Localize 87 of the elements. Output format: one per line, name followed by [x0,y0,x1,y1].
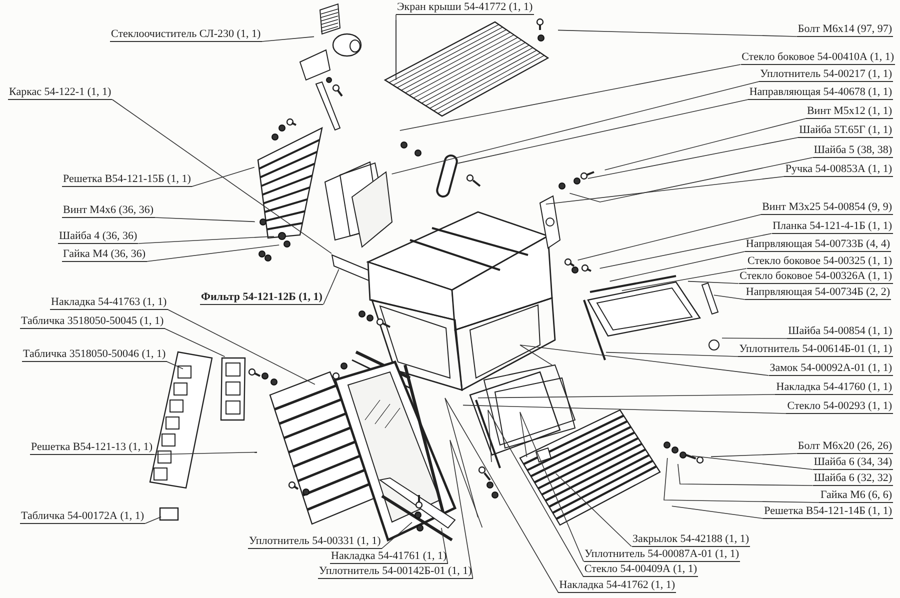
part-label: Шайба 5 (38, 38) [812,144,893,158]
leader-line [261,36,314,42]
leader-line [664,458,820,503]
part-label: Шайба 6 (34, 34) [812,456,893,470]
part-label: Стекло 54-00293 (1, 1) [786,400,893,414]
part-label: Стекло боковое 54-00410А (1, 1) [740,51,895,65]
part-label: Направляющая 54-40678 (1, 1) [748,86,893,100]
part-label: Напрвляющая 54-00733Б (4, 4) [744,238,891,252]
part-label: Болт М6х14 (97, 97) [796,23,893,37]
part-label: Решетка В54-121-15Б (1, 1) [62,173,192,187]
part-label: Напрвляющая 54-00734Б (2, 2) [744,286,891,300]
part-label: Решетка В54-121-13 (1, 1) [30,441,154,455]
leader-line [558,30,798,37]
leader-line [457,99,749,164]
leader-line [146,244,280,262]
part-label: Фильтр 54-121-12Б (1, 1) [200,291,324,305]
leader-line [391,81,760,174]
part-label: Винт М5х12 (1, 1) [806,105,893,119]
part-label: Накладка 54-41763 (1, 1) [50,296,168,310]
part-label: Решетка В54-121-14Б (1, 1) [763,505,893,519]
leader-line [520,412,584,562]
leader-line [606,352,739,357]
leader-line [478,394,776,398]
leader-line [692,456,814,470]
part-label: Стеклоочиститель СЛ-230 (1, 1) [110,28,262,42]
part-label: Ручка 54-00853А (1, 1) [784,163,893,177]
leader-line [722,338,788,339]
part-label: Уплотнитель 54-00217 (1, 1) [759,68,893,82]
leader-line [112,99,332,254]
leader-line [622,268,747,291]
part-label: Закрылок 54-42188 (1, 1) [632,533,750,547]
part-label: Экран крыши 54-41772 (1, 1) [396,1,534,15]
leader-line [192,166,255,187]
leader-line [672,506,764,519]
part-label: Уплотнитель 54-00087А-01 (1, 1) [584,548,740,562]
part-label: Гайка М6 (6, 6) [819,489,893,503]
leader-line [323,268,340,305]
leader-line [609,251,746,282]
part-label: Шайба 5Т.65Г (1, 1) [798,124,893,138]
leader-line [462,404,787,414]
leader-line [166,361,184,370]
part-label: Каркас 54-122-1 (1, 1) [8,86,112,100]
part-label: Шайба 4 (36, 36) [58,230,138,244]
leader-line [444,398,559,593]
part-label: Планка 54-121-4-1Б (1, 1) [772,220,893,234]
part-label: Накладка 54-41761 (1, 1) [330,550,448,564]
leader-line [604,118,806,170]
leader-line [450,440,483,579]
leader-line [569,157,814,202]
part-label: Табличка 54-00172А (1, 1) [20,510,146,524]
part-label: Накладка 54-41762 (1, 1) [558,579,676,593]
part-label: Уплотнитель 54-00331 (1, 1) [248,535,382,549]
part-label: Стекло 54-00409А (1, 1) [583,563,698,577]
part-label: Винт М3х25 54-00854 (9, 9) [761,201,893,215]
part-label: Замок 54-00092А-01 (1, 1) [768,362,893,376]
leader-line [400,64,741,131]
part-label: Шайба 6 (32, 32) [812,472,893,486]
leader-line [678,464,814,486]
leader-line [520,344,770,376]
part-label: Стекло боковое 54-00326А (1, 1) [738,270,893,284]
part-label: Табличка 3518050-50045 (1, 1) [20,315,165,329]
leader-line [167,309,316,385]
leader-line [154,217,256,222]
leader-line [488,410,584,577]
leader-line [577,214,762,260]
leader-line [555,473,632,547]
part-label: Накладка 54-41760 (1, 1) [775,381,893,395]
leader-line [546,176,785,204]
part-label: Шайба 54-00854 (1, 1) [787,325,893,339]
leader-line [153,452,258,455]
part-label: Уплотнитель 54-00614Б-01 (1, 1) [738,343,893,357]
leader-line [441,528,448,564]
part-label: Винт М4х6 (36, 36) [62,204,155,218]
part-label: Гайка М4 (36, 36) [62,248,147,262]
part-label: Болт М6х20 (26, 26) [796,440,893,454]
leader-line [588,137,798,179]
leader-line [381,522,412,549]
part-label: Уплотнитель 54-00142Б-01 (1, 1) [318,565,473,579]
leader-line [164,328,226,357]
leader-line [599,233,772,269]
part-label: Стекло боковое 54-00325 (1, 1) [746,255,893,269]
leader-line [688,280,739,284]
leader-line [144,516,162,524]
leader-line [714,294,746,300]
leader-line [710,453,798,458]
part-label: Табличка 3518050-50046 (1, 1) [22,348,167,362]
leader-line [138,236,274,244]
